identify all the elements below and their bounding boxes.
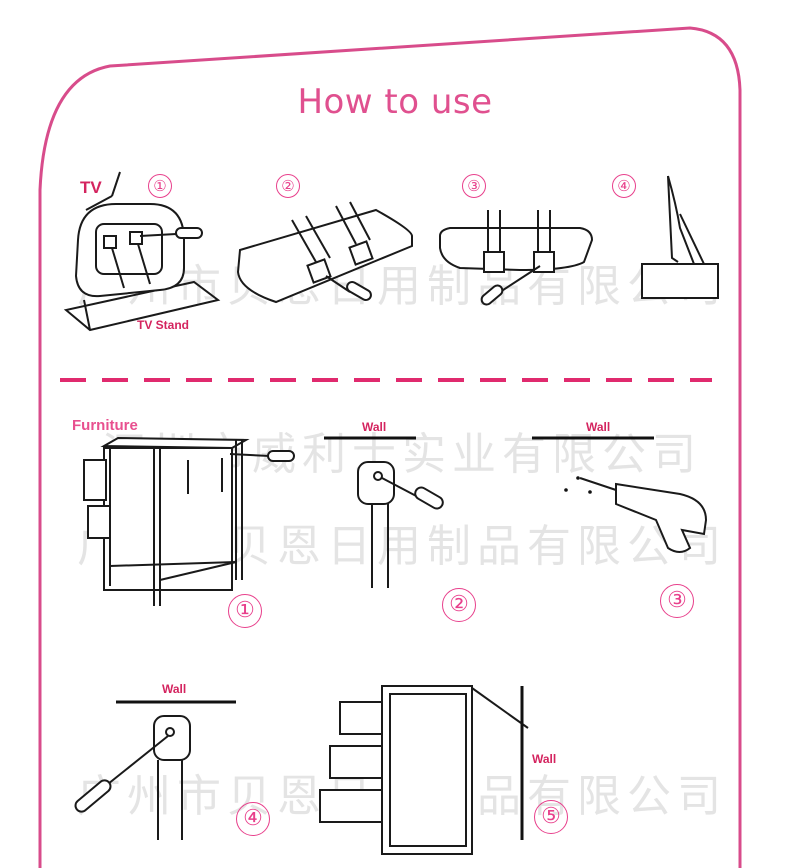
drill-illustration <box>532 436 708 553</box>
wall-label: Wall <box>162 682 187 696</box>
tv-stand-label: TV Stand <box>137 318 190 332</box>
tv-bracket-illustration <box>439 210 594 306</box>
wall-label: Wall <box>362 420 387 434</box>
wall-label: Wall <box>586 420 611 434</box>
step-number: ③ <box>462 174 486 198</box>
step-number: ⑤ <box>534 800 568 834</box>
tv-illustration <box>63 171 221 332</box>
step-number: ① <box>228 594 262 628</box>
page-title: How to use <box>297 82 493 122</box>
dresser-illustration <box>319 685 529 855</box>
step-number: ③ <box>660 584 694 618</box>
wall-bracket-illustration <box>324 436 444 588</box>
furniture-illustration <box>83 436 295 606</box>
tv-side-illustration <box>641 175 719 299</box>
wall-label: Wall <box>532 752 557 766</box>
step-number: ② <box>276 174 300 198</box>
furniture-label: Furniture <box>72 417 138 434</box>
step-number: ① <box>148 174 172 198</box>
step-number: ④ <box>612 174 636 198</box>
tv-back-illustration <box>236 201 413 304</box>
tv-label: TV <box>80 178 102 197</box>
wall-bracket-screw-illustration <box>74 700 236 840</box>
step-number: ② <box>442 588 476 622</box>
step-number: ④ <box>236 802 270 836</box>
